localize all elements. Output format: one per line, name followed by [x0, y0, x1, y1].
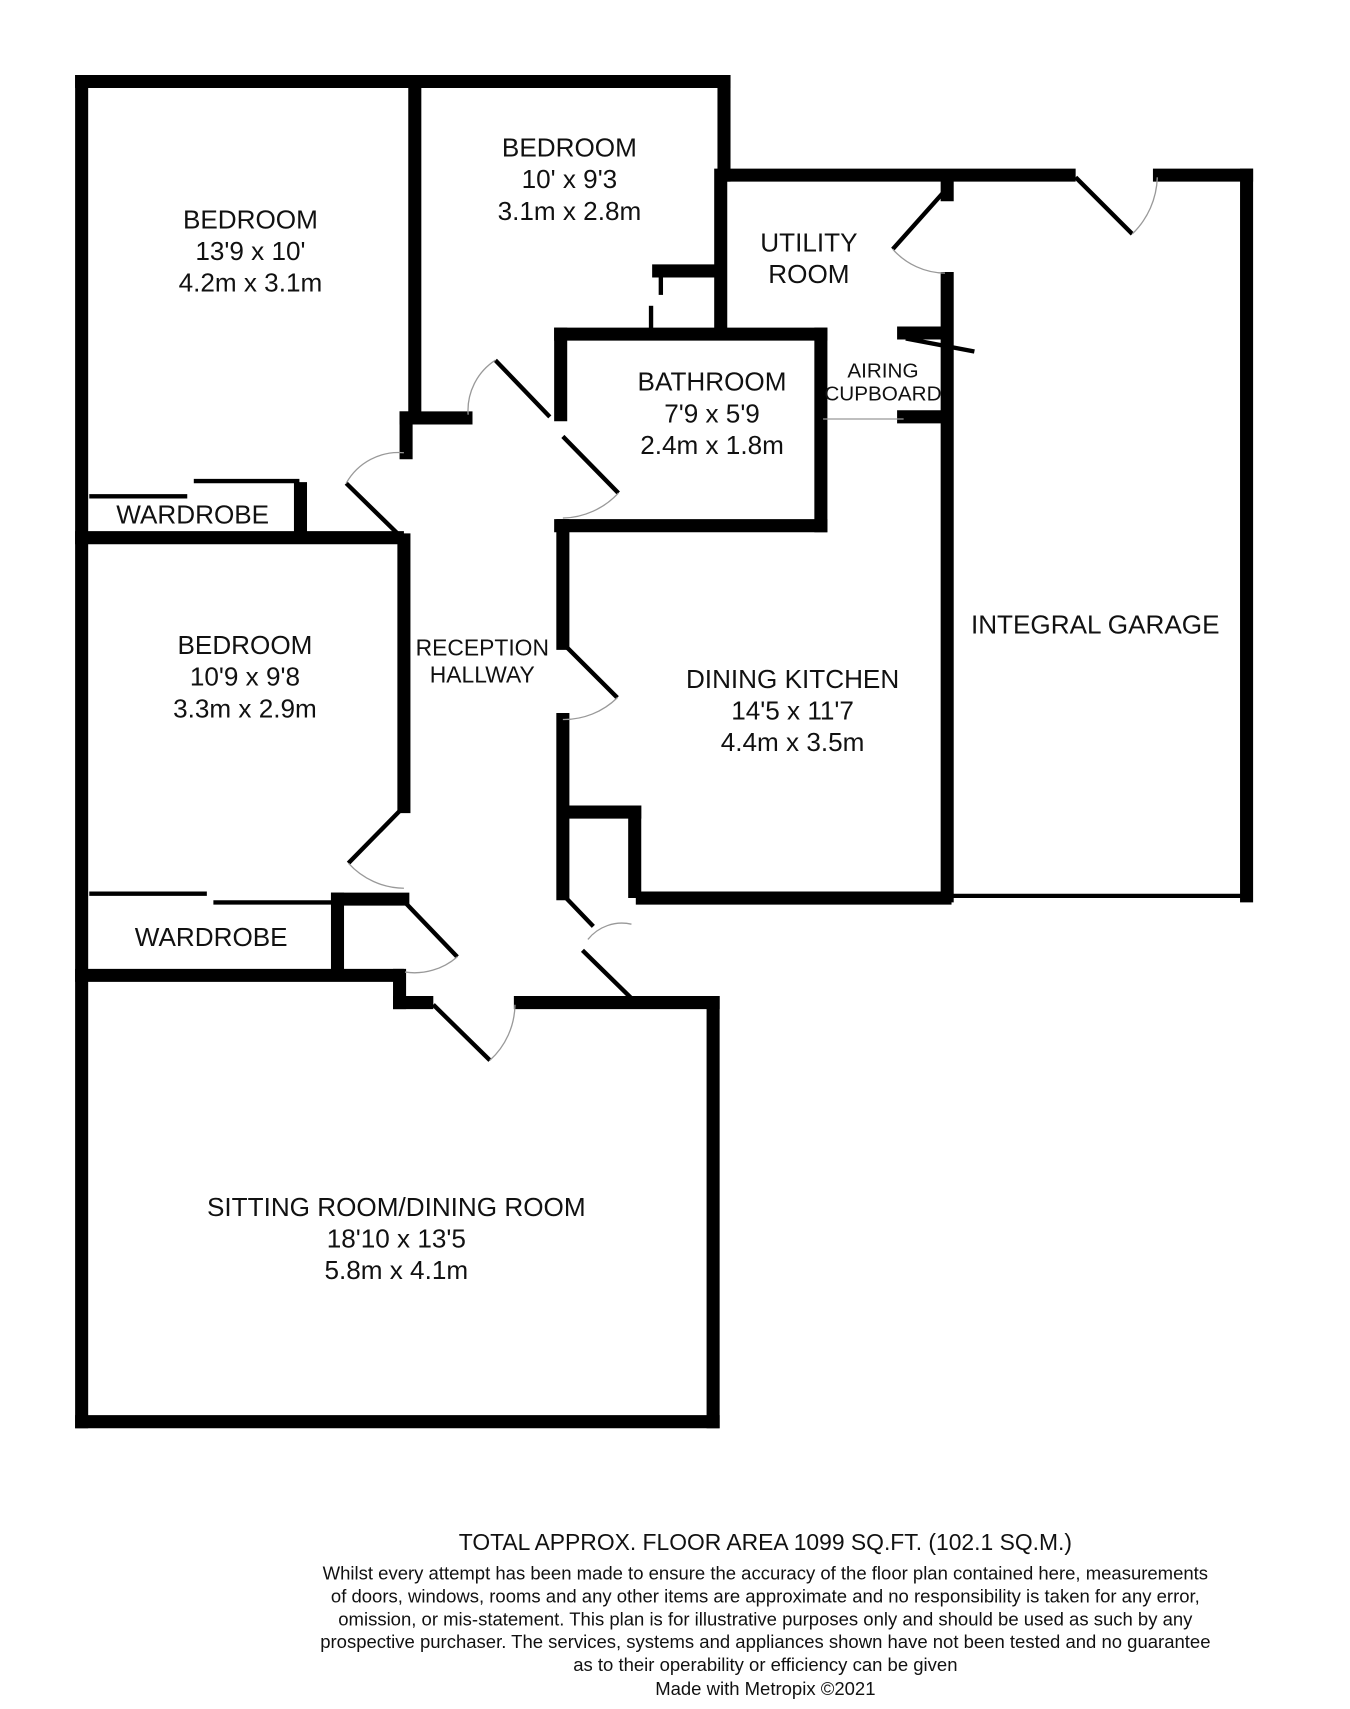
room-name: BEDROOM: [177, 630, 312, 660]
room-size-metric: 4.4m x 3.5m: [721, 727, 865, 757]
room-sitting-dining: SITTING ROOM/DINING ROOM 18'10 x 13'5 5.…: [207, 1192, 586, 1285]
room-bedroom-2: BEDROOM 10' x 9'3 3.1m x 2.8m: [498, 133, 642, 226]
room-bedroom-1: BEDROOM 13'9 x 10' 4.2m x 3.1m: [179, 204, 323, 297]
doors: [344, 175, 1158, 1062]
room-utility: UTILITY ROOM: [760, 227, 857, 289]
room-wardrobe-1: WARDROBE: [116, 500, 269, 530]
room-reception-hallway: RECEPTION HALLWAY: [416, 634, 549, 687]
disclaimer-line: of doors, windows, rooms and any other i…: [331, 1585, 1200, 1606]
disclaimer-line: prospective purchaser. The services, sys…: [320, 1631, 1210, 1652]
room-airing-cupboard: AIRING CUPBOARD: [824, 360, 941, 406]
footer: TOTAL APPROX. FLOOR AREA 1099 SQ.FT. (10…: [320, 1529, 1210, 1699]
room-name-line1: AIRING: [847, 360, 918, 383]
room-name: BATHROOM: [638, 367, 787, 397]
total-floor-area: TOTAL APPROX. FLOOR AREA 1099 SQ.FT. (10…: [459, 1529, 1072, 1555]
room-dining-kitchen: DINING KITCHEN 14'5 x 11'7 4.4m x 3.5m: [686, 664, 899, 757]
room-size-imperial: 10'9 x 9'8: [190, 662, 300, 692]
room-name: SITTING ROOM/DINING ROOM: [207, 1192, 586, 1222]
room-size-imperial: 18'10 x 13'5: [327, 1224, 466, 1254]
room-size-metric: 3.1m x 2.8m: [498, 196, 642, 226]
room-bathroom: BATHROOM 7'9 x 5'9 2.4m x 1.8m: [638, 367, 787, 460]
disclaimer-line: as to their operability or efficiency ca…: [573, 1654, 957, 1675]
disclaimer-line: omission, or mis-statement. This plan is…: [338, 1608, 1193, 1629]
room-name: DINING KITCHEN: [686, 664, 899, 694]
room-size-metric: 2.4m x 1.8m: [640, 430, 784, 460]
room-wardrobe-2: WARDROBE: [135, 922, 288, 952]
room-name: BEDROOM: [183, 204, 318, 234]
room-name-line1: UTILITY: [760, 227, 857, 257]
room-integral-garage: INTEGRAL GARAGE: [971, 609, 1220, 639]
room-name-line1: RECEPTION: [416, 634, 549, 660]
walls: [75, 74, 1254, 1429]
room-size-imperial: 7'9 x 5'9: [664, 398, 760, 428]
room-name-line2: HALLWAY: [430, 661, 535, 687]
room-size-metric: 5.8m x 4.1m: [324, 1255, 468, 1285]
disclaimer-line: Whilst every attempt has been made to en…: [323, 1563, 1208, 1584]
room-bedroom-3: BEDROOM 10'9 x 9'8 3.3m x 2.9m: [173, 630, 317, 723]
room-size-imperial: 10' x 9'3: [522, 164, 618, 194]
room-size-imperial: 14'5 x 11'7: [731, 696, 854, 726]
room-size-imperial: 13'9 x 10': [195, 236, 305, 266]
credit: Made with Metropix ©2021: [655, 1678, 875, 1699]
room-name-line2: CUPBOARD: [824, 383, 941, 406]
room-name: BEDROOM: [502, 133, 637, 163]
room-size-metric: 3.3m x 2.9m: [173, 693, 317, 723]
room-size-metric: 4.2m x 3.1m: [179, 268, 323, 298]
room-name-line2: ROOM: [768, 259, 849, 289]
